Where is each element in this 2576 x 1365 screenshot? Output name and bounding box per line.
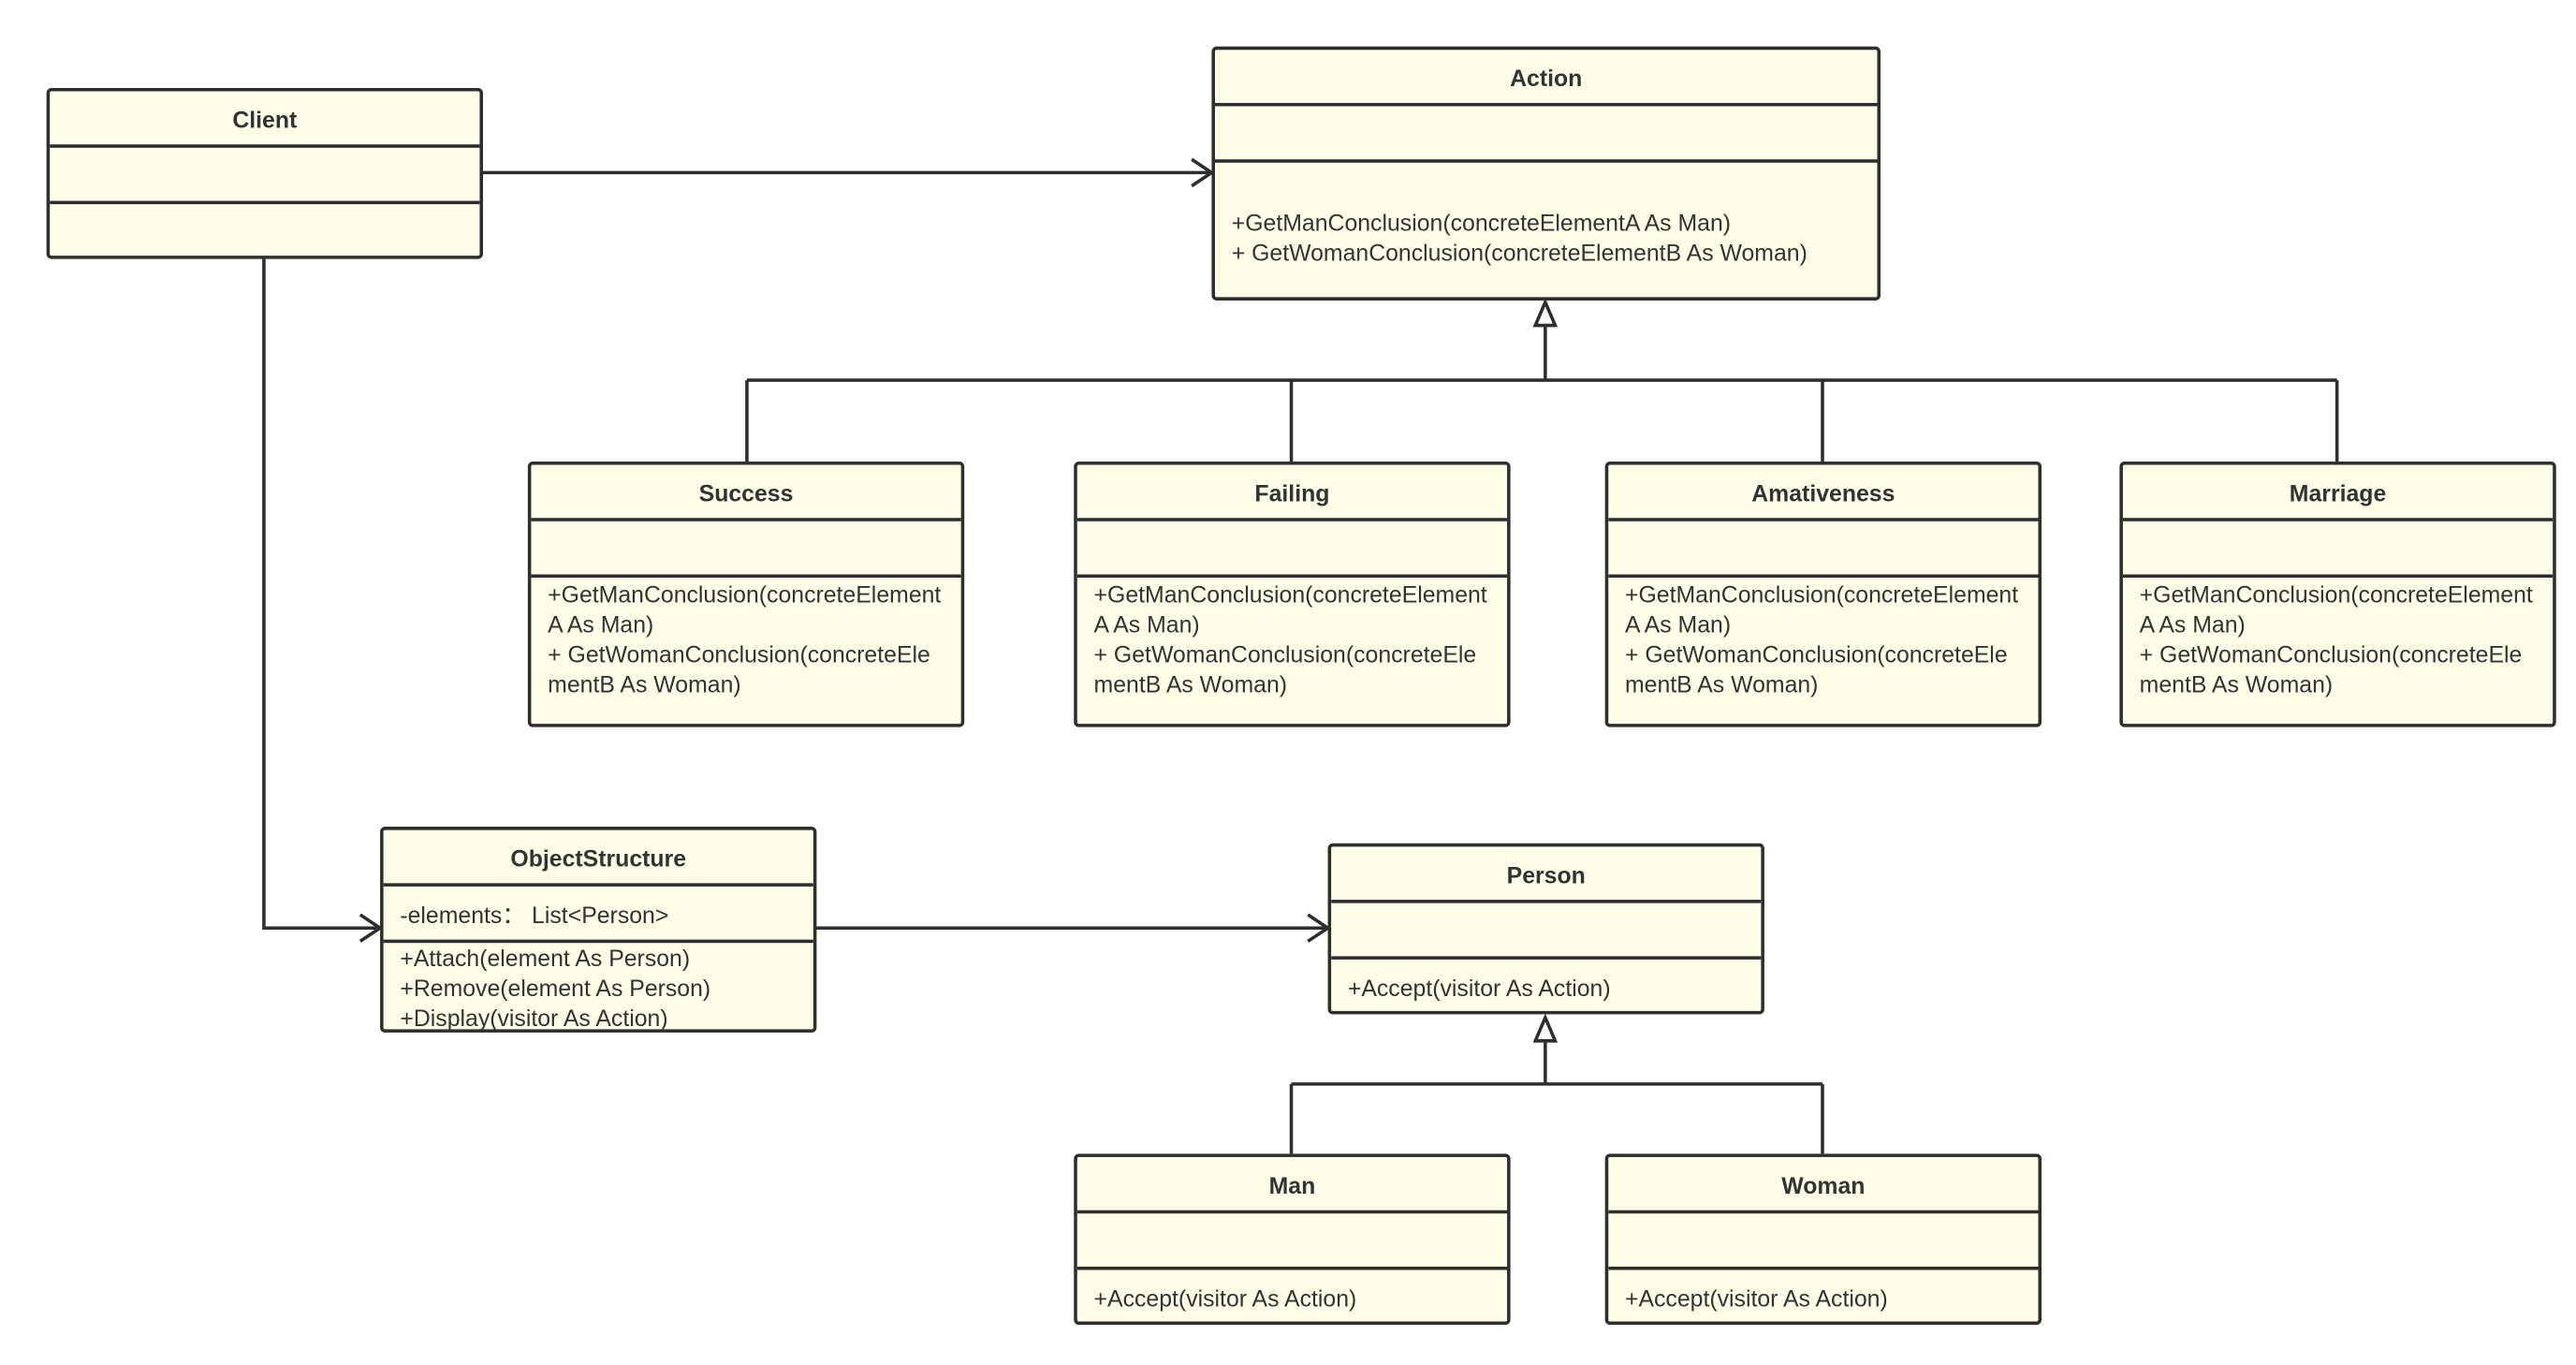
method-get-woman-conclusion: + GetWomanConclusion(concreteElementB As…	[1093, 640, 1477, 697]
class-name: Amativeness	[1608, 464, 2039, 521]
method-get-man-conclusion: +GetManConclusion(concreteElementA As Ma…	[548, 580, 942, 638]
method-get-woman-conclusion: + GetWomanConclusion(concreteElementB As…	[1624, 640, 2008, 697]
class-name: Client	[50, 92, 480, 148]
class-person[interactable]: Person +Accept(visitor As Action)	[1327, 843, 1764, 1015]
class-attributes-empty	[2122, 521, 2554, 579]
class-name: Marriage	[2122, 464, 2554, 521]
class-attributes-empty	[1076, 1213, 1508, 1270]
class-name: ObjectStructure	[383, 830, 813, 887]
class-methods: +Attach(element As Person) +Remove(eleme…	[384, 943, 813, 1032]
class-methods-empty	[50, 204, 479, 217]
method-remove: +Remove(element As Person)	[400, 974, 711, 1002]
class-amativeness[interactable]: Amativeness +GetManConclusion(concreteEl…	[1604, 461, 2042, 727]
class-client[interactable]: Client	[46, 87, 484, 259]
method-get-woman-conclusion: + GetWomanConclusion(concreteElementB As…	[548, 640, 930, 697]
class-name: Man	[1076, 1157, 1508, 1214]
class-attributes-empty	[1608, 1213, 2039, 1270]
class-objectstructure[interactable]: ObjectStructure -elements： List<Person> …	[380, 827, 817, 1033]
class-attributes-empty	[1076, 521, 1508, 579]
method-get-man-conclusion: +GetManConclusion(concreteElementA As Ma…	[2139, 580, 2533, 638]
class-failing[interactable]: Failing +GetManConclusion(concreteElemen…	[1074, 461, 1511, 727]
method-get-woman-conclusion: + GetWomanConclusion(concreteElementB As…	[2139, 640, 2523, 697]
class-man[interactable]: Man +Accept(visitor As Action)	[1074, 1153, 1511, 1326]
class-methods: +Accept(visitor As Action)	[1608, 1270, 2038, 1313]
class-action[interactable]: Action +GetManConclusion(concreteElement…	[1211, 46, 1881, 301]
method-accept: +Accept(visitor As Action)	[1347, 974, 1611, 1002]
class-name: Success	[531, 464, 961, 521]
class-attributes: -elements： List<Person>	[383, 887, 813, 944]
class-methods: +GetManConclusion(concreteElementA As Ma…	[1077, 578, 1507, 698]
method-accept: +Accept(visitor As Action)	[1624, 1284, 1888, 1312]
class-name: Failing	[1076, 464, 1508, 521]
class-name: Person	[1331, 846, 1762, 903]
class-attributes-empty	[531, 521, 961, 579]
class-success[interactable]: Success +GetManConclusion(concreteElemen…	[527, 461, 965, 727]
class-marriage[interactable]: Marriage +GetManConclusion(concreteEleme…	[2119, 461, 2556, 727]
method-get-man-conclusion: +GetManConclusion(concreteElementA As Ma…	[1231, 209, 1732, 236]
edge-client-objectstructure	[262, 258, 379, 930]
class-methods: +GetManConclusion(concreteElementA As Ma…	[1215, 163, 1878, 268]
generalization-triangle-person	[1532, 1013, 1559, 1043]
class-methods: +GetManConclusion(concreteElementA As Ma…	[531, 578, 960, 698]
generalization-triangle-action	[1532, 298, 1559, 328]
class-woman[interactable]: Woman +Accept(visitor As Action)	[1604, 1153, 2042, 1326]
class-name: Woman	[1608, 1157, 2039, 1214]
class-methods: +Accept(visitor As Action)	[1331, 960, 1761, 1003]
method-attach: +Attach(element As Person)	[400, 944, 691, 972]
method-display: +Display(visitor As Action)	[400, 1004, 668, 1032]
class-name: Action	[1214, 50, 1878, 107]
method-get-man-conclusion: +GetManConclusion(concreteElementA As Ma…	[1624, 580, 2019, 638]
class-methods: +GetManConclusion(concreteElementA As Ma…	[2123, 578, 2553, 698]
arrowhead-client-action	[1191, 157, 1215, 188]
class-attributes-empty	[1331, 903, 1762, 960]
class-methods: +GetManConclusion(concreteElementA As Ma…	[1608, 578, 2038, 698]
class-attributes-empty	[1608, 521, 2039, 579]
class-attributes-empty	[50, 148, 480, 205]
class-methods: +Accept(visitor As Action)	[1077, 1270, 1507, 1313]
attribute-elements: -elements： List<Person>	[400, 901, 669, 929]
method-accept: +Accept(visitor As Action)	[1093, 1284, 1357, 1312]
method-get-woman-conclusion: + GetWomanConclusion(concreteElementB As…	[1231, 239, 1808, 266]
method-get-man-conclusion: +GetManConclusion(concreteElementA As Ma…	[1093, 580, 1487, 638]
arrowhead-objectstructure-person	[1307, 913, 1331, 943]
class-attributes-empty	[1214, 106, 1878, 163]
